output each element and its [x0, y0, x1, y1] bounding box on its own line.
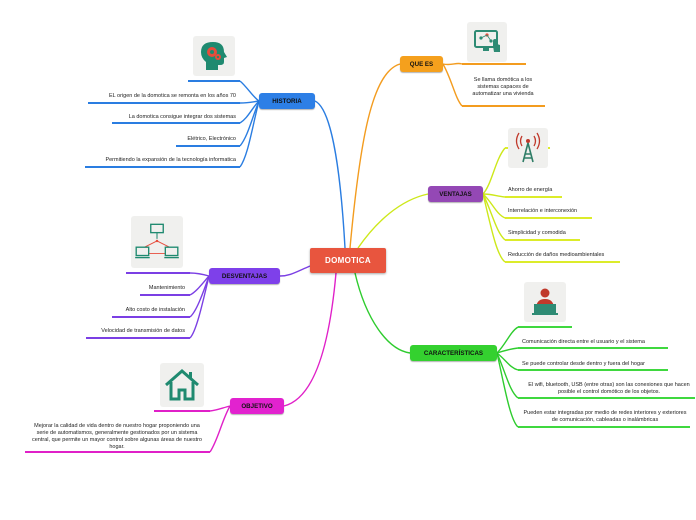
user-computer-icon	[524, 282, 566, 322]
historia-item: Permitiendo la expansión de la tecnologí…	[105, 157, 236, 163]
central-topic-domotica[interactable]: DOMOTICA	[310, 248, 386, 273]
topic-desventajas[interactable]: DESVENTAJAS	[209, 268, 280, 284]
topic-caracteristicas[interactable]: CARACTERÍSTICAS	[410, 345, 497, 361]
desventajas-item: Alto costo de instalación	[125, 307, 185, 313]
topic-objetivo[interactable]: OBJETIVO	[230, 398, 284, 414]
automation-screen-icon	[467, 22, 507, 62]
desventajas-connectors	[189, 265, 311, 339]
desventajas-item: Velocidad de transmisión de datos	[101, 328, 185, 334]
ventajas-item: Simplicidad y comodida	[508, 230, 566, 236]
antenna-signal-icon	[508, 128, 548, 168]
caracteristicas-item: El wifi, bluetooth, USB (entre otras) so…	[528, 382, 690, 395]
ventajas-connectors	[357, 147, 506, 263]
que-es-item: Se llama domótica a los sistemas capaces…	[472, 77, 534, 97]
topic-que-es[interactable]: QUE ES	[400, 56, 443, 72]
historia-item: Elétrico, Electrónico	[187, 136, 236, 142]
caracteristicas-item: Comunicación directa entre el usuario y …	[522, 339, 645, 345]
objetivo-connectors	[209, 272, 337, 453]
historia-item: EL origen de la domotica se remonta en l…	[109, 93, 236, 99]
ventajas-item: Ahorro de energía	[508, 187, 553, 193]
head-gears-icon	[193, 36, 235, 76]
topic-historia[interactable]: HISTORIA	[259, 93, 315, 109]
que-es-connectors	[349, 62, 463, 249]
ventajas-item: Reducción de daños medioambientales	[508, 252, 605, 258]
caracteristicas-item: Pueden estar integradas por medio de red…	[523, 410, 687, 423]
historia-connectors	[239, 80, 346, 249]
desventajas-item: Mantenimiento	[148, 285, 185, 291]
topic-ventajas[interactable]: VENTAJAS	[428, 186, 483, 202]
house-icon	[160, 363, 204, 407]
historia-item: La domotica consigue integrar dos sistem…	[128, 114, 236, 120]
network-computers-icon	[131, 216, 183, 268]
caracteristicas-connectors	[354, 272, 519, 428]
caracteristicas-item: Se puede controlar desde dentro y fuera …	[522, 361, 645, 367]
objetivo-item: Mejorar la calidad de vida dentro de nue…	[32, 423, 202, 450]
ventajas-item: Interrelación e interconexión	[508, 208, 578, 214]
